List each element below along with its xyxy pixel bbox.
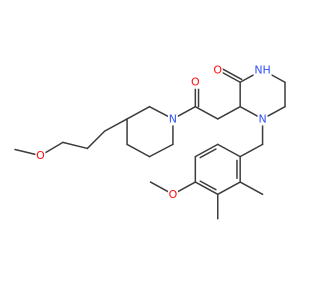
- bond-Ar2-Me2: [239, 181, 264, 196]
- bond-C2-C3: [86, 130, 106, 150]
- atom-background: [212, 63, 223, 77]
- bond-Ar3-Ar4: [194, 181, 219, 196]
- atom-background: [35, 149, 46, 163]
- bond-CH2a-C3pz: [217, 105, 241, 120]
- bond-C1-C2: [62, 141, 89, 150]
- bond-Ar5-Ar6: [194, 143, 219, 158]
- bond-C3-pA: [103, 118, 128, 132]
- bond-layer: [14, 66, 286, 220]
- atom-background: [167, 187, 178, 201]
- bond-pD-pE: [148, 143, 174, 158]
- atom-label-nh: NH: [254, 64, 271, 77]
- atom-background: [257, 112, 268, 126]
- bond-Ar6-Ar1: [217, 143, 241, 158]
- atom-background: [167, 112, 178, 126]
- bond-Cco-CH2a: [194, 105, 219, 120]
- atom-label-o-lactam: O: [213, 64, 222, 77]
- atom-label-o-ketone: O: [191, 76, 200, 89]
- bond-Ar5-Ar6-second: [199, 148, 217, 159]
- atom-label-o-methoxyr: O: [169, 188, 178, 201]
- bond-pE-pF: [126, 143, 151, 158]
- atom-label-o-methoxyl: O: [36, 149, 45, 162]
- bond-CH2b-Ar1: [239, 143, 264, 158]
- atom-background: [253, 63, 272, 77]
- bond-pA-pB: [126, 105, 151, 120]
- bond-Ar2-Ar3: [217, 181, 241, 196]
- atom-background: [190, 75, 201, 89]
- bond-C2pz-O_lactam-second: [218, 66, 243, 81]
- atom-label-n-pz: N: [258, 112, 266, 125]
- atom-label-n-pip: N: [169, 112, 177, 125]
- bond-Ar3-Ar4-second: [199, 180, 217, 191]
